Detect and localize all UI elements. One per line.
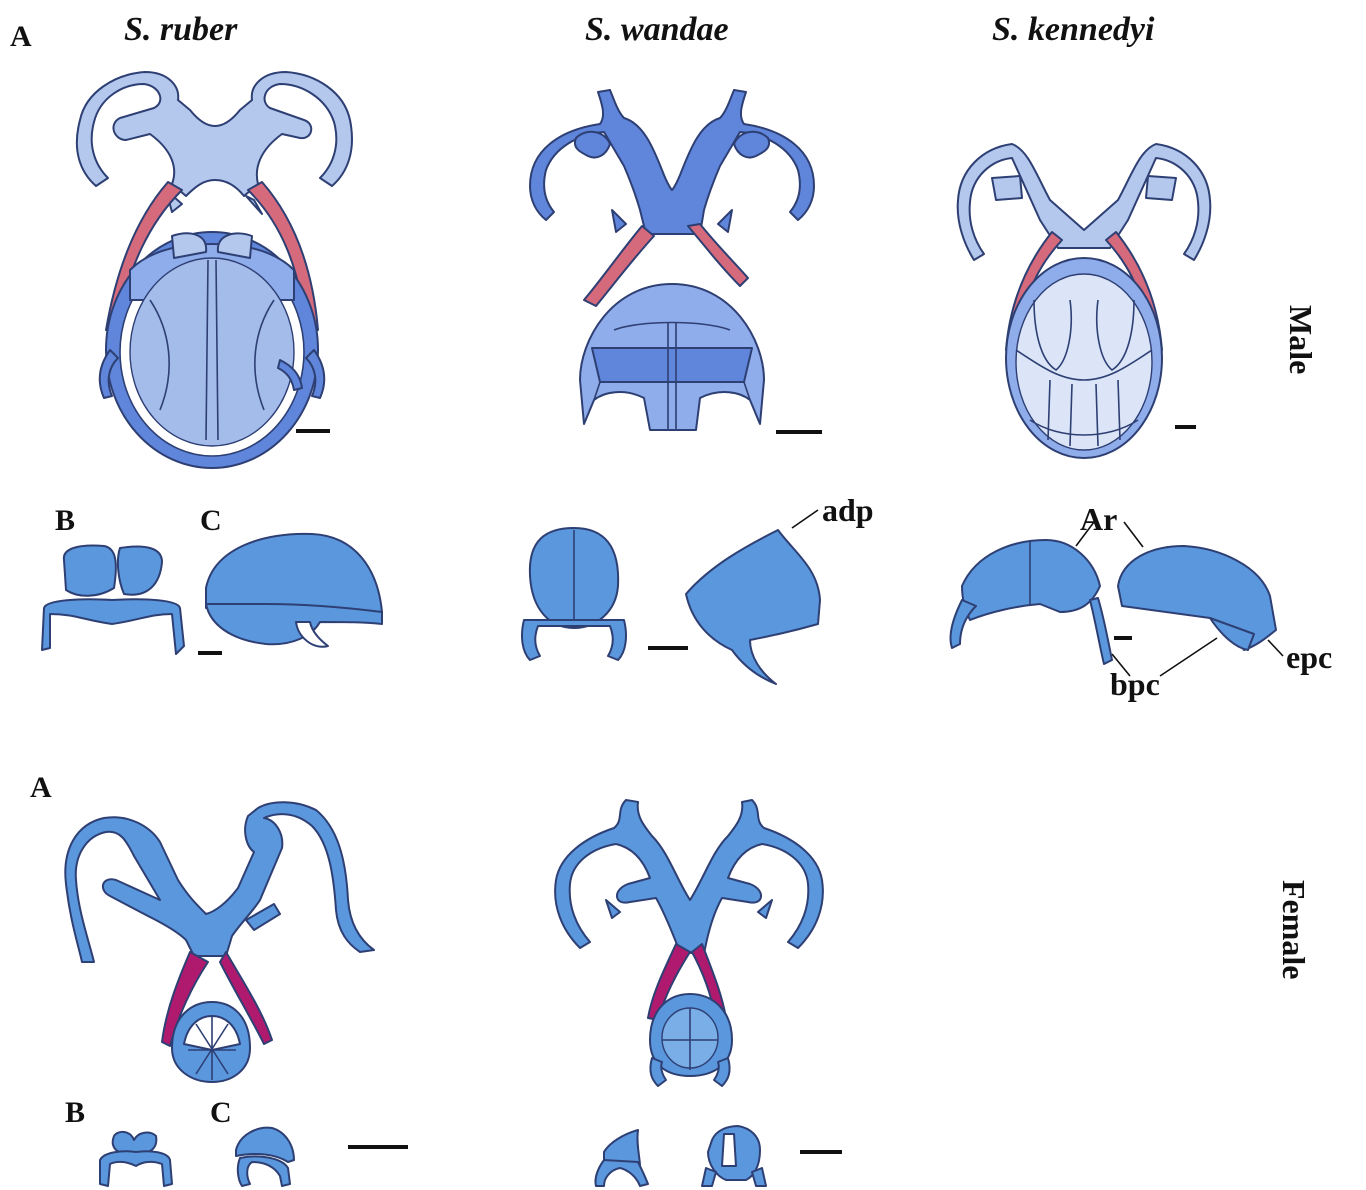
hyoid-male-s-ruber [77, 72, 352, 468]
panel-label-female-a: A [30, 771, 52, 804]
annotation-epc: epc [1286, 639, 1332, 675]
panel-label-male-c: C [200, 504, 222, 537]
panel-label-female-b: B [65, 1096, 85, 1129]
panel-label-male-b: B [55, 504, 75, 537]
arytenoid-male-s-wandae [522, 528, 820, 684]
species-label-wandae: S. wandae [585, 11, 729, 48]
sex-label-female: Female [1276, 880, 1312, 980]
sex-label-male: Male [1283, 305, 1319, 374]
arytenoid-male-s-kennedyi [950, 540, 1276, 664]
hyoid-female-s-ruber [65, 802, 374, 1082]
hyoid-male-s-wandae [530, 90, 814, 430]
panel-label-female-c: C [210, 1096, 232, 1129]
arytenoid-female-s-ruber [100, 1128, 294, 1186]
species-label-ruber: S. ruber [124, 11, 238, 48]
panel-label-male-a: A [10, 20, 32, 53]
hyoid-female-s-wandae [555, 800, 823, 1086]
arytenoid-male-s-ruber [42, 534, 382, 654]
arytenoid-female-s-wandae [595, 1126, 766, 1186]
species-label-kennedyi: S. kennedyi [992, 11, 1155, 48]
annotation-adp: adp [822, 492, 874, 528]
hyoid-male-s-kennedyi [958, 144, 1211, 458]
annotation-ar: Ar [1080, 501, 1117, 537]
annotation-bpc: bpc [1110, 666, 1160, 702]
